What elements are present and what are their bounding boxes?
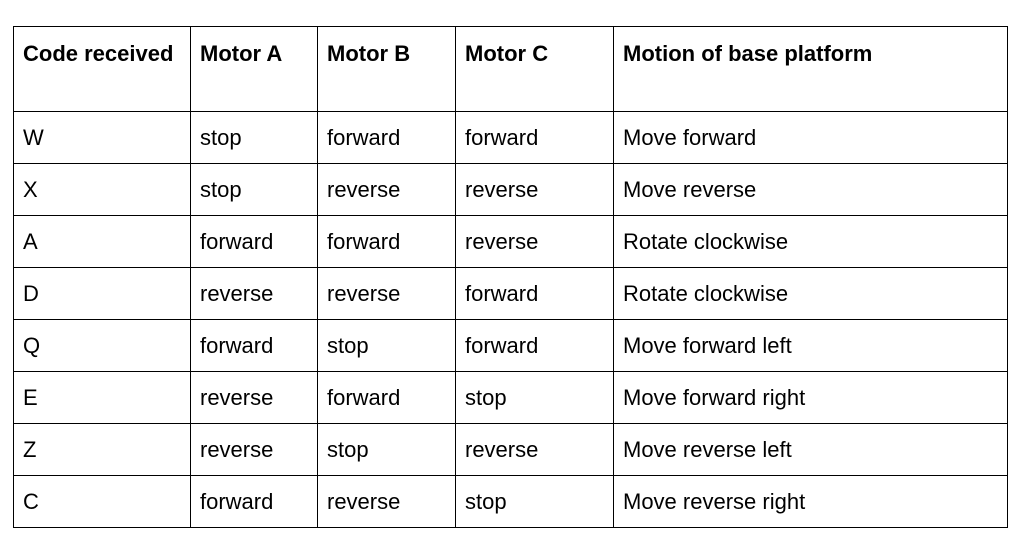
cell-motion: Rotate clockwise (613, 267, 1008, 320)
header-motor-c: Motor C (455, 26, 614, 112)
cell-code: Q (13, 319, 191, 372)
cell-motion: Move forward left (613, 319, 1008, 372)
cell-motor-b: forward (317, 111, 456, 164)
table-row: E reverse forward stop Move forward righ… (13, 371, 1008, 424)
cell-motor-b: stop (317, 423, 456, 476)
table-row: X stop reverse reverse Move reverse (13, 163, 1008, 216)
cell-motor-a: forward (190, 319, 318, 372)
cell-code: W (13, 111, 191, 164)
cell-motion: Move reverse right (613, 475, 1008, 528)
cell-motor-c: reverse (455, 423, 614, 476)
header-motion: Motion of base platform (613, 26, 1008, 112)
cell-motor-b: reverse (317, 475, 456, 528)
header-motor-a: Motor A (190, 26, 318, 112)
cell-motor-a: forward (190, 475, 318, 528)
cell-motor-a: forward (190, 215, 318, 268)
cell-motor-c: forward (455, 111, 614, 164)
table-row: A forward forward reverse Rotate clockwi… (13, 215, 1008, 268)
table-row: C forward reverse stop Move reverse righ… (13, 475, 1008, 528)
header-motor-b: Motor B (317, 26, 456, 112)
cell-motor-c: forward (455, 267, 614, 320)
cell-motor-c: reverse (455, 215, 614, 268)
table-row: Q forward stop forward Move forward left (13, 319, 1008, 372)
cell-motion: Rotate clockwise (613, 215, 1008, 268)
cell-code: C (13, 475, 191, 528)
cell-motion: Move reverse (613, 163, 1008, 216)
cell-motor-c: reverse (455, 163, 614, 216)
header-row: Code received Motor A Motor B Motor C Mo… (13, 26, 1008, 112)
cell-motor-a: reverse (190, 267, 318, 320)
table-row: D reverse reverse forward Rotate clockwi… (13, 267, 1008, 320)
cell-code: E (13, 371, 191, 424)
cell-code: D (13, 267, 191, 320)
cell-motor-a: stop (190, 111, 318, 164)
cell-motion: Move reverse left (613, 423, 1008, 476)
cell-motor-c: stop (455, 475, 614, 528)
cell-motor-b: forward (317, 215, 456, 268)
cell-motor-b: stop (317, 319, 456, 372)
table-row: W stop forward forward Move forward (13, 111, 1008, 164)
cell-motor-a: reverse (190, 423, 318, 476)
cell-motor-b: reverse (317, 163, 456, 216)
cell-motor-b: reverse (317, 267, 456, 320)
cell-motor-a: reverse (190, 371, 318, 424)
cell-code: X (13, 163, 191, 216)
cell-motion: Move forward right (613, 371, 1008, 424)
header-code-received: Code received (13, 26, 191, 112)
cell-motor-c: stop (455, 371, 614, 424)
cell-motor-b: forward (317, 371, 456, 424)
cell-code: A (13, 215, 191, 268)
motor-code-table-container: Code received Motor A Motor B Motor C Mo… (13, 26, 1008, 528)
cell-motor-a: stop (190, 163, 318, 216)
cell-code: Z (13, 423, 191, 476)
cell-motor-c: forward (455, 319, 614, 372)
cell-motion: Move forward (613, 111, 1008, 164)
motor-code-table: Code received Motor A Motor B Motor C Mo… (13, 26, 1008, 528)
table-row: Z reverse stop reverse Move reverse left (13, 423, 1008, 476)
